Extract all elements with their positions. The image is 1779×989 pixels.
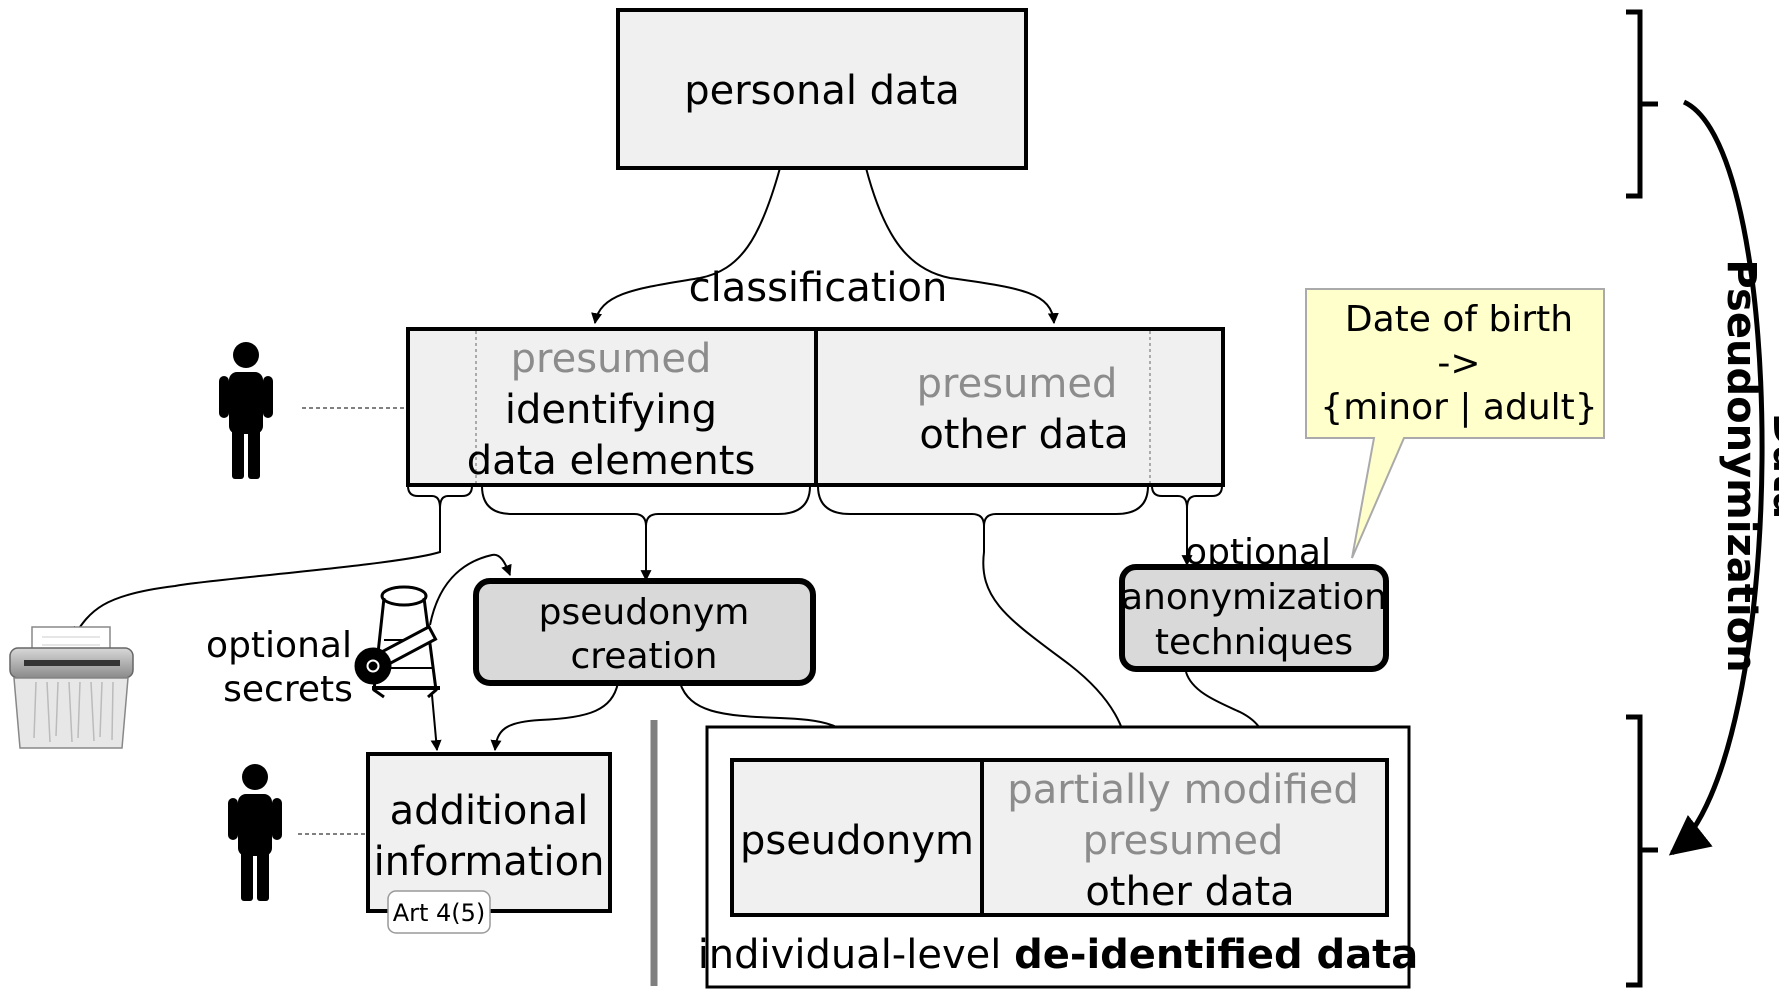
other-data-box: presumed other data bbox=[814, 327, 1225, 487]
optional-secrets-line2: secrets bbox=[223, 669, 353, 710]
partially-modified-muted1: partially modified bbox=[1007, 767, 1358, 813]
pseudonym-creation-line1: pseudonym bbox=[539, 592, 750, 633]
side-label-line1: Data bbox=[1764, 413, 1779, 519]
identifying-line2: data elements bbox=[467, 438, 756, 484]
identifying-muted: presumed bbox=[511, 336, 712, 382]
person-icon bbox=[219, 342, 273, 479]
braces bbox=[407, 485, 1223, 527]
art-4-5-badge: Art 4(5) bbox=[387, 890, 491, 934]
deidentified-caption: individual-level de-identified data bbox=[698, 932, 1419, 978]
callout-line2: -> bbox=[1437, 343, 1480, 384]
classification-label: classification bbox=[689, 265, 948, 311]
side-label-line2: Pseudonymization bbox=[1718, 259, 1764, 672]
pseudonym-label: pseudonym bbox=[740, 818, 974, 864]
personal-data-box: personal data bbox=[616, 8, 1028, 170]
personal-data-label: personal data bbox=[684, 68, 960, 114]
shredder-icon bbox=[9, 626, 134, 749]
partially-modified-muted2: presumed bbox=[1083, 818, 1284, 864]
anonymization-line2: techniques bbox=[1155, 622, 1353, 663]
art-badge-text: Art 4(5) bbox=[393, 899, 486, 927]
additional-info-line2: information bbox=[374, 839, 605, 885]
side-label: Data Pseudonymization bbox=[1718, 259, 1779, 672]
date-of-birth-callout: Date of birth -> {minor | adult} bbox=[1305, 288, 1605, 559]
callout-line3: {minor | adult} bbox=[1320, 387, 1597, 428]
additional-information-box: additional information bbox=[366, 752, 612, 913]
identifying-data-box: presumed identifying data elements bbox=[406, 327, 818, 487]
key-icon bbox=[354, 585, 440, 699]
other-muted: presumed bbox=[917, 361, 1118, 407]
anonymization-line1: anonymization bbox=[1121, 577, 1387, 618]
deidentified-bold: de-identified data bbox=[1014, 932, 1418, 978]
right-brackets bbox=[1626, 9, 1658, 988]
pseudonymization-arrow bbox=[1668, 99, 1765, 856]
additional-info-line1: additional bbox=[390, 788, 589, 834]
person-icon bbox=[228, 764, 282, 901]
identifying-line1: identifying bbox=[505, 387, 717, 433]
callout-line1: Date of birth bbox=[1345, 299, 1573, 340]
optional-secrets-line1: optional bbox=[206, 625, 352, 666]
classification-arrows bbox=[591, 167, 1059, 325]
pseudonym-creation-box: pseudonym creation bbox=[473, 578, 816, 686]
deidentified-prefix: individual-level bbox=[698, 932, 1014, 978]
pseudonym-creation-line2: creation bbox=[571, 636, 718, 677]
deidentified-data-container: pseudonym partially modified presumed ot… bbox=[698, 725, 1419, 989]
other-line1: other data bbox=[919, 412, 1128, 458]
partially-modified-line1: other data bbox=[1085, 869, 1294, 915]
anonymization-box: anonymization techniques bbox=[1119, 564, 1389, 672]
